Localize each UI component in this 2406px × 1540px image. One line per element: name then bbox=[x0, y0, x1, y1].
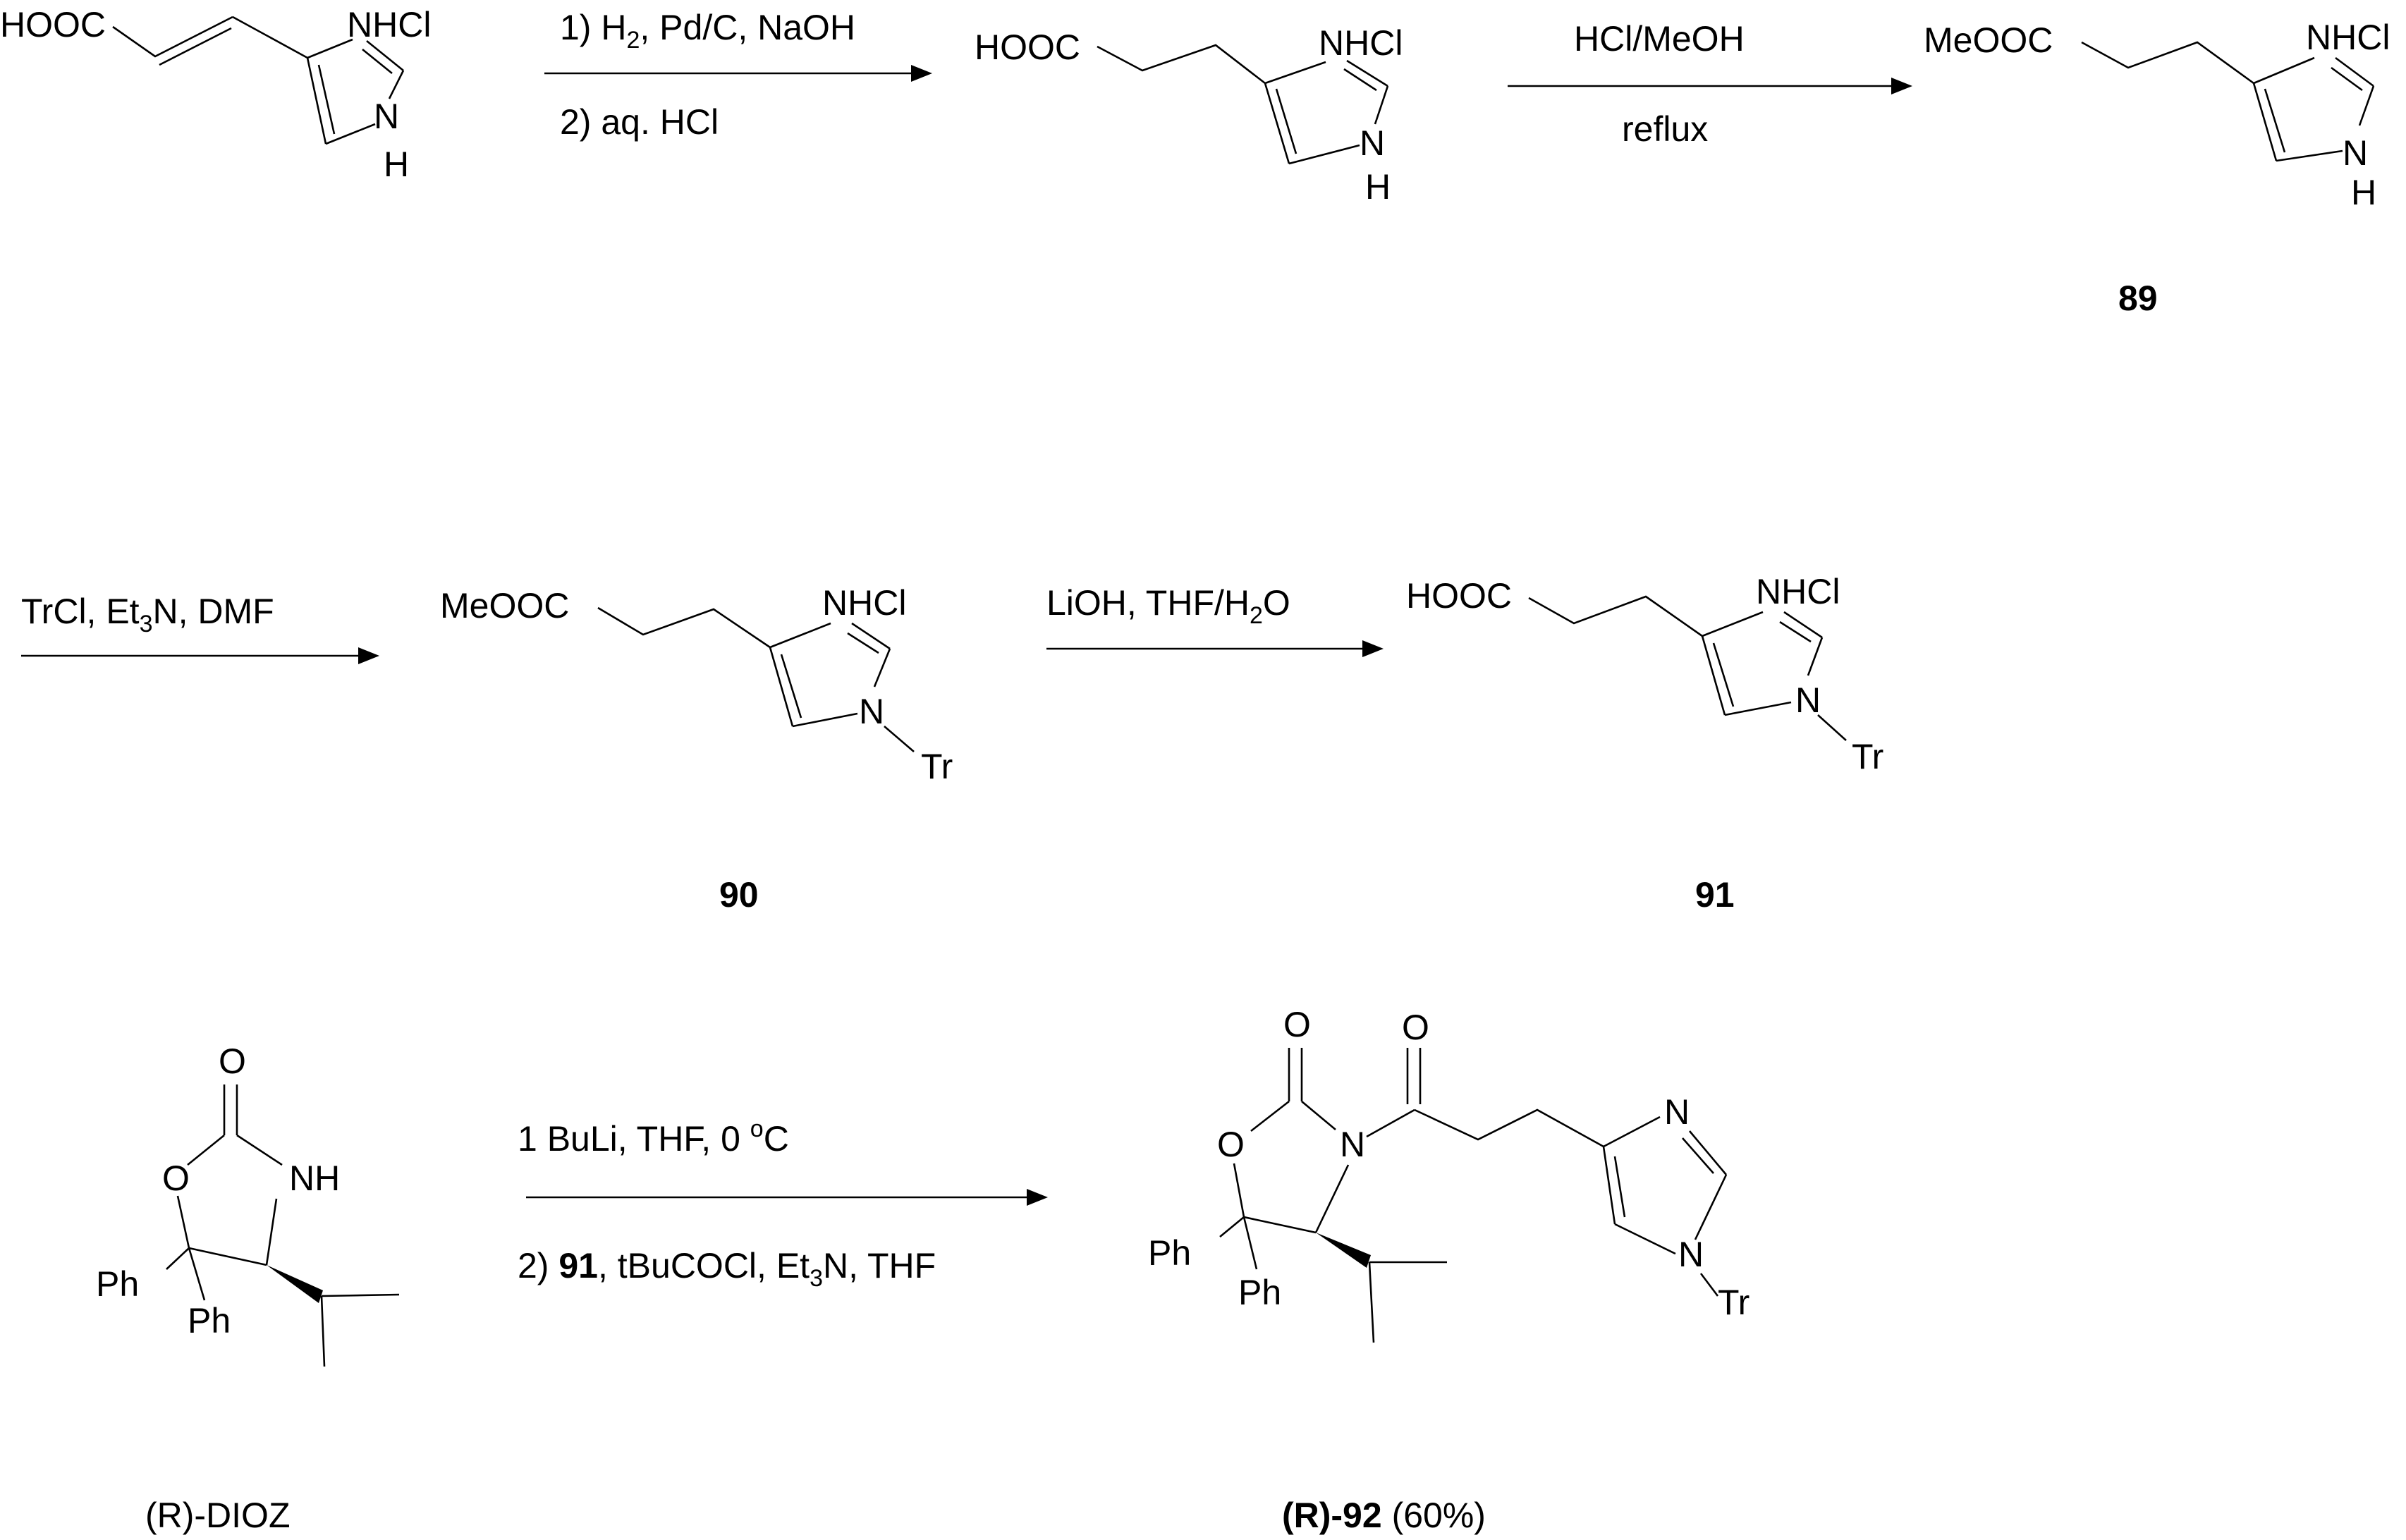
atom-label-nhcl: NHCl bbox=[347, 5, 431, 44]
reaction-arrow-3: TrCl, Et3N, DMF bbox=[21, 592, 379, 664]
reaction-arrow-1: 1) H2, Pd/C, NaOH 2) aq. HCl bbox=[544, 8, 932, 142]
svg-text:N: N bbox=[1360, 123, 1385, 163]
molecule-r-dioz: O O NH Ph Ph (R)-DIOZ bbox=[96, 1041, 400, 1535]
bond bbox=[112, 16, 308, 66]
svg-text:N: N bbox=[1795, 680, 1821, 720]
svg-text:H: H bbox=[2351, 173, 2376, 212]
molecule-90: MeOOC NHCl N Tr 90 bbox=[440, 583, 953, 915]
compound-label-91: 91 bbox=[1695, 875, 1735, 915]
molecule-r-92: O O O N Ph Ph N N Tr (R)-92 (60%) bbox=[1148, 1005, 1749, 1535]
molecule-89: MeOOC NHCl N H 89 bbox=[1924, 18, 2390, 318]
svg-text:1) H2, Pd/C, NaOH: 1) H2, Pd/C, NaOH bbox=[560, 8, 855, 54]
svg-text:1 BuLi, THF, 0 oC: 1 BuLi, THF, 0 oC bbox=[518, 1116, 789, 1159]
svg-text:N: N bbox=[859, 692, 884, 731]
svg-text:HOOC: HOOC bbox=[1406, 576, 1512, 616]
svg-text:O: O bbox=[219, 1041, 246, 1081]
svg-text:Ph: Ph bbox=[1148, 1233, 1191, 1273]
svg-text:Tr: Tr bbox=[1718, 1283, 1749, 1322]
svg-text:NHCl: NHCl bbox=[822, 583, 906, 623]
svg-text:2) 91, tBuCOCl, Et3N, THF: 2) 91, tBuCOCl, Et3N, THF bbox=[518, 1246, 936, 1292]
reaction-arrow-4: LiOH, THF/H2O bbox=[1046, 583, 1384, 657]
svg-text:N: N bbox=[1340, 1125, 1365, 1164]
svg-text:Ph: Ph bbox=[96, 1264, 139, 1304]
svg-text:NHCl: NHCl bbox=[1756, 572, 1840, 611]
svg-text:TrCl, Et3N, DMF: TrCl, Et3N, DMF bbox=[21, 592, 274, 637]
svg-text:MeOOC: MeOOC bbox=[1924, 20, 2053, 60]
svg-text:N: N bbox=[1678, 1235, 1704, 1274]
reaction-arrow-2: HCl/MeOH reflux bbox=[1508, 19, 1912, 149]
wedge-bond bbox=[267, 1265, 323, 1303]
svg-text:Tr: Tr bbox=[1852, 737, 1883, 776]
compound-label-92: (R)-92 (60%) bbox=[1282, 1496, 1486, 1535]
svg-text:NH: NH bbox=[289, 1159, 340, 1198]
compound-label-89: 89 bbox=[2118, 279, 2158, 318]
svg-text:H: H bbox=[1365, 167, 1391, 207]
svg-text:HOOC: HOOC bbox=[975, 28, 1080, 67]
svg-text:O: O bbox=[1402, 1008, 1429, 1047]
reaction-arrow-5: 1 BuLi, THF, 0 oC 2) 91, tBuCOCl, Et3N, … bbox=[518, 1116, 1048, 1292]
svg-text:2) aq. HCl: 2) aq. HCl bbox=[560, 102, 719, 142]
molecule-91: HOOC NHCl N Tr 91 bbox=[1406, 572, 1883, 915]
svg-text:N: N bbox=[2343, 133, 2368, 173]
svg-text:Tr: Tr bbox=[921, 747, 953, 786]
compound-label-90: 90 bbox=[719, 875, 759, 915]
svg-text:Ph: Ph bbox=[188, 1301, 231, 1340]
svg-text:MeOOC: MeOOC bbox=[440, 586, 569, 625]
svg-text:N: N bbox=[1664, 1092, 1690, 1132]
svg-text:Ph: Ph bbox=[1238, 1273, 1281, 1312]
molecule-urocanic-acid: HOOC NHCl N H bbox=[0, 5, 431, 184]
molecule-dihydro-acid: HOOC NHCl N H bbox=[975, 23, 1403, 207]
svg-text:NHCl: NHCl bbox=[1319, 23, 1403, 63]
compound-label-dioz: (R)-DIOZ bbox=[145, 1496, 291, 1535]
atom-label-n: N bbox=[374, 97, 399, 136]
svg-text:O: O bbox=[1283, 1005, 1311, 1044]
svg-text:O: O bbox=[162, 1159, 190, 1198]
svg-text:NHCl: NHCl bbox=[2306, 18, 2390, 57]
svg-text:O: O bbox=[1217, 1125, 1245, 1164]
atom-label-hooc: HOOC bbox=[0, 5, 106, 44]
svg-text:LiOH, THF/H2O: LiOH, THF/H2O bbox=[1046, 583, 1290, 629]
atom-label-h: H bbox=[384, 145, 409, 184]
svg-text:reflux: reflux bbox=[1622, 109, 1708, 149]
imidazole-ring-bonds bbox=[306, 38, 405, 145]
svg-text:HCl/MeOH: HCl/MeOH bbox=[1574, 19, 1745, 59]
